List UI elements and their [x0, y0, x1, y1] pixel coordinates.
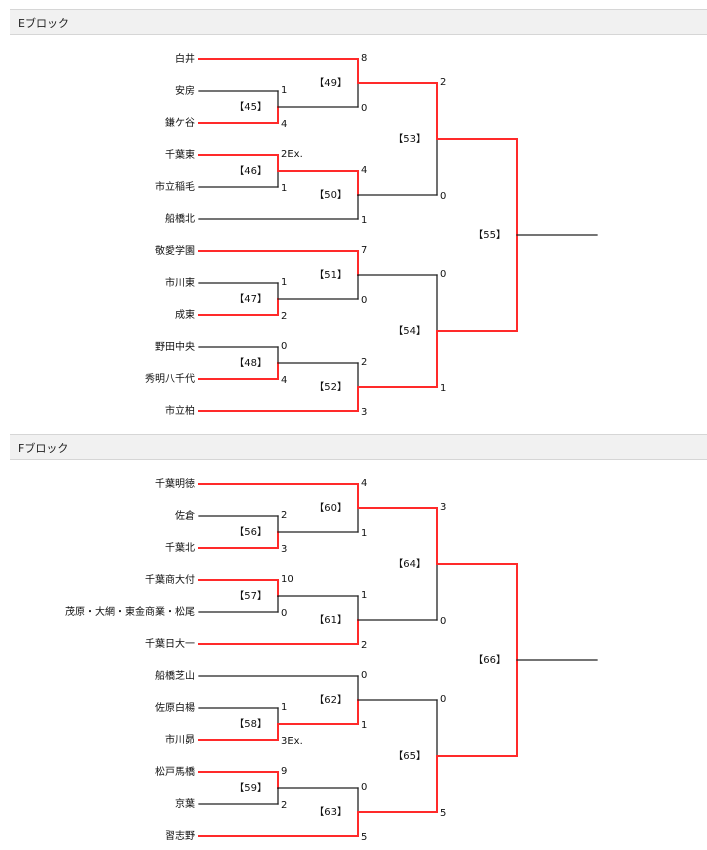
match-label: 【48】	[234, 357, 267, 369]
team-name: 敬愛学園	[155, 244, 195, 257]
score: 2	[440, 77, 446, 88]
team-name: 千葉北	[165, 541, 195, 554]
score: 1	[361, 720, 367, 731]
block-header-e: Eブロック	[10, 9, 707, 35]
score: 3Ex.	[281, 736, 303, 747]
team-name: 野田中央	[155, 340, 195, 353]
match-label: 【53】	[393, 133, 426, 145]
score: 1	[281, 702, 287, 713]
score: 1	[361, 528, 367, 539]
score: 0	[361, 670, 367, 681]
team-name: 秀明八千代	[145, 373, 195, 385]
match-label: 【49】	[314, 77, 347, 89]
match-label: 【55】	[473, 229, 506, 241]
team-name: 京葉	[175, 797, 195, 810]
match-label: 【64】	[393, 558, 426, 570]
score: 0	[440, 191, 446, 202]
match-label: 【57】	[234, 590, 267, 602]
match-label: 【58】	[234, 718, 267, 730]
score: 2	[361, 640, 367, 651]
score: 8	[361, 53, 367, 64]
team-name: 市川東	[165, 276, 195, 289]
score: 2	[361, 357, 367, 368]
score: 3	[440, 502, 446, 513]
score: 1	[361, 590, 367, 601]
team-name: 千葉日大一	[145, 637, 195, 650]
match-label: 【59】	[234, 782, 267, 794]
block-title: Fブロック	[18, 442, 69, 455]
score: 7	[361, 245, 367, 256]
score: 0	[440, 269, 446, 280]
match-label: 【46】	[234, 165, 267, 177]
team-name: 船橋芝山	[155, 669, 195, 682]
score: 1	[281, 277, 287, 288]
block-header-f: Fブロック	[10, 434, 707, 460]
score: 2Ex.	[281, 149, 303, 160]
score: 2	[281, 800, 287, 811]
score: 0	[281, 341, 287, 352]
match-label: 【65】	[393, 750, 426, 762]
score: 10	[281, 574, 294, 585]
score: 4	[281, 375, 287, 386]
score: 0	[440, 616, 446, 627]
team-name: 佐倉	[175, 509, 195, 522]
team-name: 市川昴	[165, 733, 195, 746]
score: 1	[361, 215, 367, 226]
team-name: 千葉商大付	[145, 573, 195, 586]
score: 3	[281, 544, 287, 555]
score: 3	[361, 407, 367, 418]
score: 4	[361, 478, 367, 489]
score: 1	[281, 85, 287, 96]
match-label: 【45】	[234, 101, 267, 113]
score: 1	[281, 183, 287, 194]
match-label: 【52】	[314, 381, 347, 393]
score: 0	[361, 103, 367, 114]
team-name: 成東	[175, 308, 195, 321]
team-name: 安房	[175, 84, 195, 97]
score: 4	[361, 165, 367, 176]
team-name: 松戸馬橋	[155, 765, 195, 778]
team-name: 鎌ケ谷	[165, 116, 195, 129]
score: 2	[281, 510, 287, 521]
block-title: Eブロック	[18, 17, 69, 30]
score: 0	[361, 295, 367, 306]
match-label: 【47】	[234, 293, 267, 305]
score: 0	[361, 782, 367, 793]
score: 5	[361, 832, 367, 843]
team-name: 佐原白楊	[155, 701, 195, 714]
match-label: 【61】	[314, 614, 347, 626]
score: 5	[440, 808, 446, 819]
score: 0	[440, 694, 446, 705]
score: 2	[281, 311, 287, 322]
match-label: 【50】	[314, 189, 347, 201]
team-name: 市立柏	[165, 404, 195, 417]
score: 1	[440, 383, 446, 394]
score: 0	[281, 608, 287, 619]
team-name: 白井	[175, 52, 195, 65]
match-label: 【63】	[314, 806, 347, 818]
score: 9	[281, 766, 287, 777]
match-label: 【66】	[473, 654, 506, 666]
match-label: 【51】	[314, 269, 347, 281]
team-name: 千葉明徳	[155, 477, 195, 490]
team-name: 千葉東	[165, 148, 195, 161]
team-name: 習志野	[165, 829, 195, 842]
match-label: 【60】	[314, 502, 347, 514]
score: 4	[281, 119, 287, 130]
team-name: 船橋北	[165, 212, 195, 225]
match-label: 【54】	[393, 325, 426, 337]
team-name: 茂原・大網・東金商業・松尾	[65, 605, 195, 618]
team-name: 市立稲毛	[155, 180, 195, 193]
match-label: 【62】	[314, 694, 347, 706]
match-label: 【56】	[234, 526, 267, 538]
